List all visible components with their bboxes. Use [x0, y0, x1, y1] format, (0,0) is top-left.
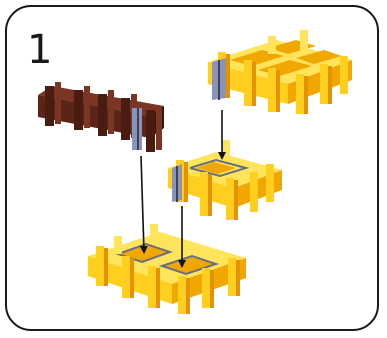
- step-number: 1: [27, 27, 53, 73]
- arrow: [139, 155, 148, 254]
- yellow-base-grid-piece: [88, 224, 246, 314]
- yellow-medium-grid-piece: [168, 140, 282, 220]
- brown-linear-piece: [38, 82, 164, 152]
- yellow-large-grid-piece: [208, 30, 352, 114]
